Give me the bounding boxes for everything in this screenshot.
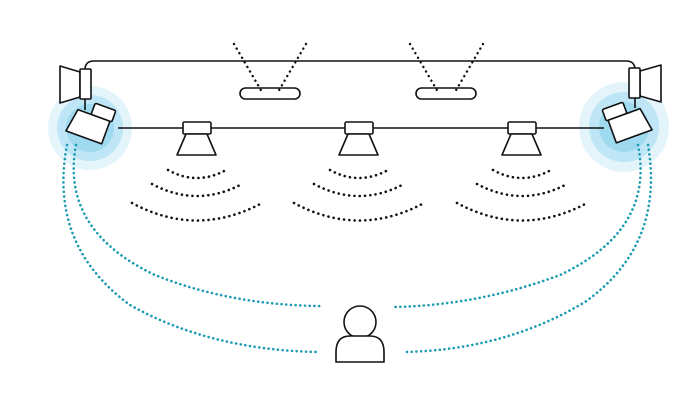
sound-waves-left (130, 168, 264, 222)
tweeter-icon (601, 101, 653, 144)
ceiling-spotlight-icon (338, 121, 379, 156)
linear-light-icon (408, 42, 485, 100)
wall-speaker-icon (628, 64, 662, 103)
sound-waves-right (455, 168, 589, 222)
linear-light-icon (232, 42, 308, 100)
person-icon (335, 305, 385, 363)
ceiling-spotlight-icon (501, 121, 542, 156)
sound-waves-center (292, 168, 426, 222)
upper-rail (84, 60, 636, 71)
sound-path-left (62, 143, 322, 354)
sound-path-right (393, 143, 653, 354)
wall-speaker-icon (59, 65, 92, 104)
ceiling-spotlight-icon (176, 121, 217, 156)
tweeter-icon (65, 102, 117, 145)
mounting-track (84, 60, 636, 129)
